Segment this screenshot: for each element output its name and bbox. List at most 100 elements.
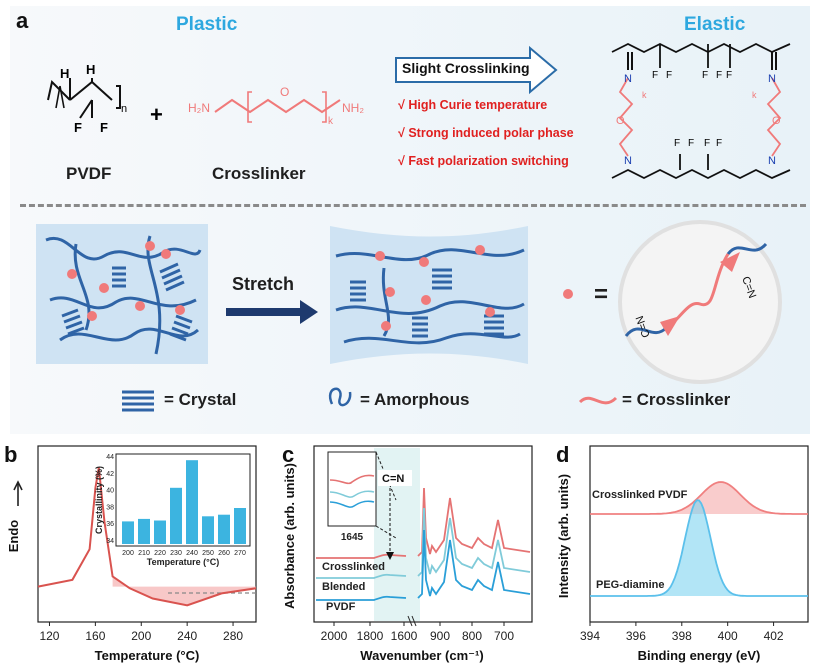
zoom-circle xyxy=(618,220,782,384)
f-net-2: F xyxy=(666,70,672,81)
stretched-crosslink-points xyxy=(375,245,495,331)
inset-x-tick-label: 240 xyxy=(186,550,198,557)
xps-x-tick-label: 394 xyxy=(580,629,600,643)
inset-x-tick-label: 200 xyxy=(122,550,134,557)
benefit-2: √ Strong induced polar phase xyxy=(398,126,574,140)
benefit-3: √ Fast polarization switching xyxy=(398,154,569,168)
ftir-x-tick-label: 700 xyxy=(494,629,514,643)
plus-sign: + xyxy=(150,102,163,127)
pvdf-structure xyxy=(47,78,121,119)
dsc-plot-frame xyxy=(37,445,257,623)
f-net-1: F xyxy=(652,70,658,81)
ftir-x-ticks: 2000 1800 1600 900 800 700 xyxy=(321,622,514,643)
inset-bar xyxy=(234,508,246,544)
dsc-x-axis-label: Temperature (°C) xyxy=(95,648,200,663)
inset-x-tick-label: 270 xyxy=(234,550,246,557)
ftir-x-tick-label: 900 xyxy=(430,629,450,643)
inset-bar xyxy=(122,521,134,544)
inset-bar xyxy=(138,518,150,544)
amorphous-icon xyxy=(328,387,352,407)
ftir-label-blended: Blended xyxy=(322,581,365,593)
ftir-x-tick-label: 2000 xyxy=(321,629,348,643)
f-net-4: F xyxy=(716,70,722,81)
pvdf-label: PVDF xyxy=(66,164,112,183)
dsc-x-tick-label: 200 xyxy=(131,629,151,643)
cn-annotation-box xyxy=(378,470,412,486)
ftir-label-crosslinked: Crosslinked xyxy=(322,561,385,573)
inset-bar xyxy=(154,520,166,544)
ether-oxygen: O xyxy=(280,85,289,99)
cn-annotation: C=N xyxy=(382,473,404,485)
elastic-crosslinker-chains xyxy=(618,77,782,157)
inset-y-tick-label: 44 xyxy=(106,454,114,461)
crosslinker-icon xyxy=(578,396,618,405)
xps-x-tick-label: 402 xyxy=(764,629,784,643)
inset-bar xyxy=(186,460,198,544)
inset-x-tick-label: 260 xyxy=(218,550,230,557)
n-atom-4: N xyxy=(768,155,776,167)
f-net-6: F xyxy=(674,138,680,149)
inset-bars xyxy=(122,460,246,544)
dsc-x-tick-label: 240 xyxy=(177,629,197,643)
panel-c-label: c xyxy=(282,442,295,467)
dsc-y-axis-label: Endo xyxy=(6,520,21,553)
unstretched-network-box xyxy=(36,224,208,364)
inset-y-tick-label: 36 xyxy=(106,521,114,528)
ftir-x-tick-label: 1800 xyxy=(357,629,384,643)
xps-crosslinked-curve xyxy=(590,481,808,515)
elastic-title: Elastic xyxy=(684,14,746,35)
ftir-label-pvdf: PVDF xyxy=(326,601,356,613)
o-atom-2: O xyxy=(772,115,781,127)
ftir-x-tick-label: 800 xyxy=(462,629,482,643)
crosslinker-structure xyxy=(214,91,341,123)
k-left: k xyxy=(642,90,647,100)
repeat-n: n xyxy=(121,103,127,115)
plastic-title: Plastic xyxy=(176,14,238,35)
ftir-x-tick-label: 1600 xyxy=(391,629,418,643)
f-net-3: F xyxy=(702,70,708,81)
h-atom-2: H xyxy=(86,62,95,77)
inset-bar xyxy=(170,487,182,544)
dsc-curve xyxy=(37,467,257,607)
stretch-label: Stretch xyxy=(232,274,294,294)
inset-x-axis-label: Temperature (°C) xyxy=(147,557,219,567)
inset-bar xyxy=(218,514,230,544)
legend-crosslinker: = Crosslinker xyxy=(622,390,731,409)
k-right: k xyxy=(752,90,757,100)
inset-x-tick-label: 210 xyxy=(138,550,150,557)
xps-y-axis-label: Intensity (arb. units) xyxy=(556,474,571,598)
equals-sign: = xyxy=(594,281,608,308)
xps-x-tick-label: 396 xyxy=(626,629,646,643)
f-net-9: F xyxy=(716,138,722,149)
xps-x-tick-label: 400 xyxy=(718,629,738,643)
inset-y-tick-label: 40 xyxy=(106,488,114,495)
panel-d-label: d xyxy=(556,442,570,467)
cn-arrow-icon xyxy=(386,552,394,560)
unstretched-crosslink-points xyxy=(67,241,185,321)
inset-y-tick-label: 42 xyxy=(106,471,114,478)
xps-label-peg: PEG-diamine xyxy=(596,579,664,591)
elastic-network-structure xyxy=(611,42,791,180)
f-atom-2: F xyxy=(100,120,108,135)
crystal-icon xyxy=(122,390,154,412)
xps-x-axis-label: Binding energy (eV) xyxy=(638,648,761,663)
dsc-x-tick-label: 160 xyxy=(85,629,105,643)
legend-amorphous: = Amorphous xyxy=(360,390,470,409)
ftir-inset-frame xyxy=(327,451,377,527)
xps-label-crosslinked: Crosslinked PVDF xyxy=(592,489,688,501)
xps-peg-curve xyxy=(590,499,808,597)
ftir-plot-frame xyxy=(313,445,533,623)
ftir-pvdf-curve xyxy=(316,529,531,601)
inset-bar xyxy=(202,516,214,544)
crosslinker-label: Crosslinker xyxy=(212,164,306,183)
dsc-x-tick-label: 120 xyxy=(39,629,59,643)
f-net-8: F xyxy=(704,138,710,149)
ftir-y-axis-label: Absorbance (arb. units) xyxy=(282,463,297,609)
xps-plot-frame xyxy=(589,445,809,623)
dsc-shaded-area xyxy=(112,576,256,606)
inset-y-tick-label: 38 xyxy=(106,504,114,511)
